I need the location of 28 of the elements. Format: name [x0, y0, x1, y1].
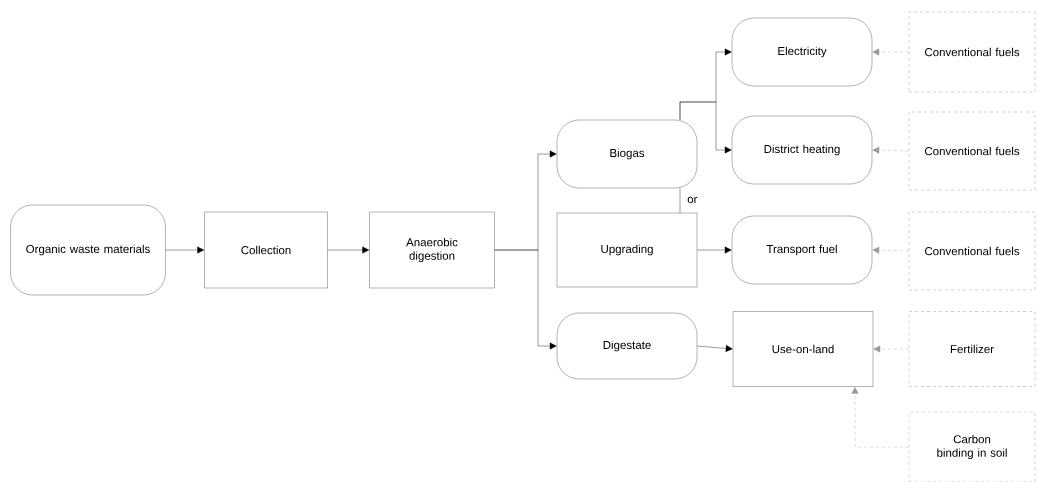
stage-box: Electricity — [731, 17, 873, 87]
dashed-arrow — [872, 246, 909, 254]
process-box: Anaerobic digestion — [369, 211, 495, 289]
arrow — [679, 101, 732, 154]
dashed-arrow — [872, 146, 909, 154]
arrow — [697, 246, 732, 254]
dashed-arrow — [873, 345, 909, 353]
source-box: Conventional fuels — [908, 111, 1036, 191]
dashed-arrow — [872, 48, 909, 56]
process-box: Use-on-land — [732, 311, 874, 387]
arrow — [165, 246, 205, 254]
edge-label: or — [686, 195, 699, 205]
stage-box: Biogas — [556, 119, 698, 189]
stage-box: Digestate — [556, 312, 698, 380]
arrow — [327, 246, 370, 254]
source-box: Carbon binding in soil — [908, 411, 1036, 482]
process-box: Upgrading — [556, 212, 698, 288]
stage-box: Organic waste materials — [10, 204, 166, 296]
arrow — [697, 345, 733, 352]
dashed-arrow — [851, 386, 909, 448]
source-box: Fertilizer — [908, 311, 1036, 387]
process-box: Collection — [204, 211, 328, 289]
stage-box: District heating — [731, 115, 873, 185]
source-box: Conventional fuels — [908, 211, 1036, 291]
connector-line — [679, 188, 681, 213]
arrow — [494, 249, 557, 350]
stage-box: Transport fuel — [731, 215, 873, 285]
source-box: Conventional fuels — [908, 11, 1036, 93]
